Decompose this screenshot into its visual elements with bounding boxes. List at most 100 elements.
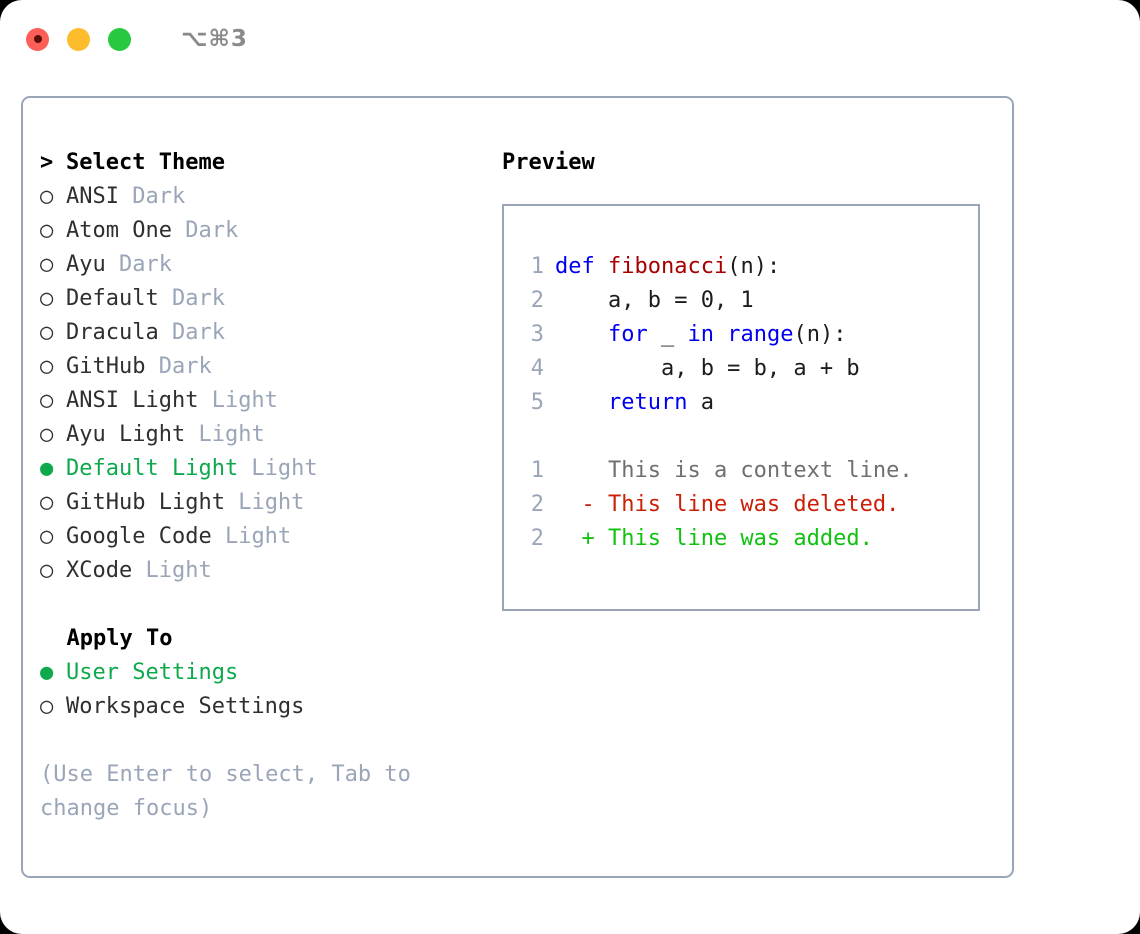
minimize-window-icon[interactable]: [67, 27, 90, 51]
radio-unselected-icon: ○: [40, 422, 67, 447]
theme-kind-badge: Dark: [171, 218, 239, 243]
theme-kind-badge: Dark: [105, 252, 172, 277]
radio-unselected-icon: ○: [40, 320, 67, 345]
code-line-number: 5: [530, 390, 544, 415]
code-line-number: 1: [530, 254, 544, 279]
theme-name-label: Default Light: [66, 456, 239, 481]
theme-list-item[interactable]: ○ Atom One Dark: [40, 214, 493, 248]
radio-unselected-icon: ○: [40, 218, 67, 243]
theme-list-item[interactable]: ○ GitHub Light Light: [40, 486, 493, 520]
theme-kind-badge: Dark: [158, 320, 225, 345]
theme-list-item[interactable]: ○ GitHub Dark: [40, 350, 493, 384]
diff-line-number: 1: [530, 458, 544, 483]
radio-unselected-icon: ○: [40, 388, 67, 413]
theme-name-label: GitHub Light: [66, 490, 225, 515]
theme-kind-badge: Light: [211, 524, 292, 549]
code-line: 4 a, b = b, a + b: [522, 352, 978, 386]
radio-selected-icon: ●: [40, 456, 67, 481]
preview-title: Preview: [502, 150, 595, 175]
theme-list-item[interactable]: ○ Ayu Light Light: [40, 418, 493, 452]
theme-kind-badge: Light: [224, 490, 305, 515]
diff-line-number: 2: [530, 526, 544, 551]
theme-list: ○ ANSI Dark○ Atom One Dark○ Ayu Dark○ De…: [40, 180, 493, 588]
code-token: (n):: [727, 254, 781, 279]
apply-to-title: Apply To: [40, 626, 173, 651]
apply-to-option-label: Workspace Settings: [66, 694, 305, 719]
radio-unselected-icon: ○: [40, 694, 67, 719]
code-token: for: [607, 322, 648, 347]
list-spacer: [40, 588, 493, 622]
radio-unselected-icon: ○: [40, 490, 67, 515]
diff-snippet: 1 This is a context line.2 - This line w…: [522, 454, 978, 556]
radio-unselected-icon: ○: [40, 524, 67, 549]
apply-to-option[interactable]: ○ Workspace Settings: [40, 690, 493, 724]
theme-name-label: XCode: [66, 558, 133, 583]
radio-unselected-icon: ○: [40, 252, 67, 277]
radio-unselected-icon: ○: [40, 286, 67, 311]
apply-to-option-label: User Settings: [66, 660, 239, 685]
code-line: 1 def fibonacci(n):: [522, 250, 978, 284]
code-token: a, b = b, a + b: [555, 356, 860, 381]
theme-name-label: Google Code: [66, 524, 212, 549]
code-line: 2 a, b = 0, 1: [522, 284, 978, 318]
diff-text: This line was added.: [607, 526, 873, 551]
code-token: [555, 390, 608, 415]
code-token: range: [727, 322, 794, 347]
theme-list-item[interactable]: ○ XCode Light: [40, 554, 493, 588]
diff-sign: [555, 458, 608, 483]
theme-list-item[interactable]: ○ Dracula Dark: [40, 316, 493, 350]
theme-list-item[interactable]: ○ Google Code Light: [40, 520, 493, 554]
diff-line: 1 This is a context line.: [522, 454, 978, 488]
radio-unselected-icon: ○: [40, 184, 67, 209]
code-token: a, b = 0, 1: [555, 288, 754, 313]
code-line: 5 return a: [522, 386, 978, 420]
code-diff-spacer: [522, 420, 978, 454]
apply-to-option[interactable]: ● User Settings: [40, 656, 493, 690]
theme-list-item[interactable]: ○ Ayu Dark: [40, 248, 493, 282]
traffic-light-buttons: [26, 27, 131, 51]
code-token: [555, 322, 608, 347]
diff-sign: -: [555, 492, 608, 517]
theme-list-column: > Select Theme ○ ANSI Dark○ Atom One Dar…: [23, 146, 493, 876]
code-line-number: 4: [530, 356, 544, 381]
theme-kind-badge: Light: [198, 388, 278, 413]
code-token: a: [687, 390, 714, 415]
theme-name-label: ANSI Light: [66, 388, 199, 413]
select-theme-header-label: Select Theme: [66, 150, 225, 175]
theme-name-label: Ayu: [66, 252, 106, 277]
diff-line: 2 + This line was added.: [522, 522, 978, 556]
radio-unselected-icon: ○: [40, 558, 67, 583]
maximize-window-icon[interactable]: [108, 27, 131, 51]
theme-list-item[interactable]: ○ ANSI Light Light: [40, 384, 493, 418]
diff-line-number: 2: [530, 492, 544, 517]
theme-name-label: Dracula: [66, 320, 159, 345]
code-token: in: [687, 322, 728, 347]
code-token: return: [607, 390, 688, 415]
diff-line: 2 - This line was deleted.: [522, 488, 978, 522]
diff-text: This line was deleted.: [607, 492, 900, 517]
radio-unselected-icon: ○: [40, 354, 67, 379]
keyboard-shortcut-label: ⌥⌘3: [181, 26, 248, 52]
theme-kind-badge: Dark: [158, 286, 225, 311]
prompt-caret-icon: >: [40, 150, 67, 175]
theme-name-label: GitHub: [66, 354, 146, 379]
theme-name-label: Default: [66, 286, 159, 311]
code-line: 3 for _ in range(n):: [522, 318, 978, 352]
window-titlebar: ⌥⌘3: [0, 0, 1140, 78]
theme-name-label: Ayu Light: [66, 422, 186, 447]
theme-list-item[interactable]: ○ Default Dark: [40, 282, 493, 316]
diff-sign: +: [555, 526, 608, 551]
theme-list-item[interactable]: ○ ANSI Dark: [40, 180, 493, 214]
code-token: fibonacci: [607, 254, 728, 279]
apply-to-options: ● User Settings○ Workspace Settings: [40, 656, 493, 724]
theme-kind-badge: Light: [185, 422, 265, 447]
code-token: def: [555, 254, 608, 279]
close-window-icon[interactable]: [26, 27, 49, 51]
theme-list-item[interactable]: ● Default Light Light: [40, 452, 493, 486]
keyboard-hint-text: (Use Enter to select, Tab to change focu…: [40, 762, 425, 821]
code-line-number: 3: [530, 322, 544, 347]
